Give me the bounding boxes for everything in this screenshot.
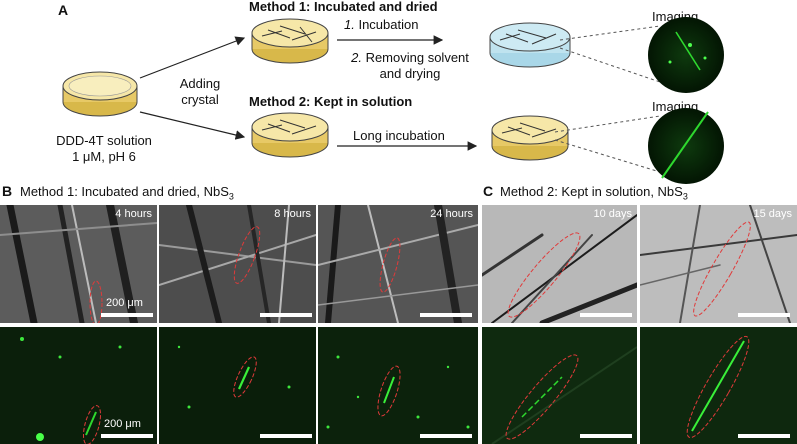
c-brightfield-15d: 15 days <box>640 205 797 323</box>
b-brightfield-8h: 8 hours <box>159 205 316 323</box>
panel-c-label: C <box>483 183 494 199</box>
adding-crystal-label: Adding crystal <box>179 76 221 107</box>
scale-bar <box>738 434 790 438</box>
scale-bar <box>260 313 312 317</box>
step2-label: 2. Removing solvent and drying <box>351 50 469 81</box>
panel-a-schematic <box>62 17 724 184</box>
scale-bar <box>580 313 632 317</box>
time-label-15d: 15 days <box>753 208 792 220</box>
scale-label-b-bottom: 200 μm <box>104 418 141 430</box>
time-label-10d: 10 days <box>593 208 632 220</box>
scale-bar <box>101 434 153 438</box>
scale-bar <box>420 434 472 438</box>
b-fluorescence-4h: 200 μm <box>0 327 157 444</box>
c-brightfield-10d: 10 days <box>482 205 637 323</box>
solution-label: DDD-4T solution 1 μM, pH 6 <box>56 133 152 164</box>
scale-bar <box>738 313 790 317</box>
method2-dish <box>251 112 329 158</box>
b-brightfield-24h: 24 hours <box>318 205 478 323</box>
scale-label-b-top: 200 μm <box>106 297 143 309</box>
source-dish <box>62 71 138 117</box>
b-brightfield-4h: 4 hours 200 μm <box>0 205 157 323</box>
scale-bar <box>260 434 312 438</box>
step1-label: 1. Incubation <box>344 17 419 32</box>
imaging-circle-2 <box>648 108 724 184</box>
panel-c-title: Method 2: Kept in solution, NbS3 <box>500 184 688 202</box>
b-fluorescence-24h <box>318 327 478 444</box>
time-label-24h: 24 hours <box>430 208 473 220</box>
long-incubation-label: Long incubation <box>353 128 445 143</box>
panel-a-label: A <box>58 2 69 18</box>
time-label-8h: 8 hours <box>274 208 311 220</box>
imaging-circle-1 <box>648 17 724 93</box>
dried-dish <box>489 22 571 68</box>
scale-bar <box>420 313 472 317</box>
long-incubation-dish <box>491 115 569 161</box>
panel-b-label: B <box>2 183 13 199</box>
method1-title: Method 1: Incubated and dried <box>249 0 438 14</box>
scale-bar <box>580 434 632 438</box>
method2-title: Method 2: Kept in solution <box>249 94 413 109</box>
scale-bar <box>101 313 153 317</box>
method1-dish <box>251 18 329 64</box>
c-fluorescence-10d <box>482 327 637 444</box>
time-label-4h: 4 hours <box>115 208 152 220</box>
b-fluorescence-8h <box>159 327 316 444</box>
c-fluorescence-15d <box>640 327 797 444</box>
panel-b-title: Method 1: Incubated and dried, NbS3 <box>20 184 234 202</box>
